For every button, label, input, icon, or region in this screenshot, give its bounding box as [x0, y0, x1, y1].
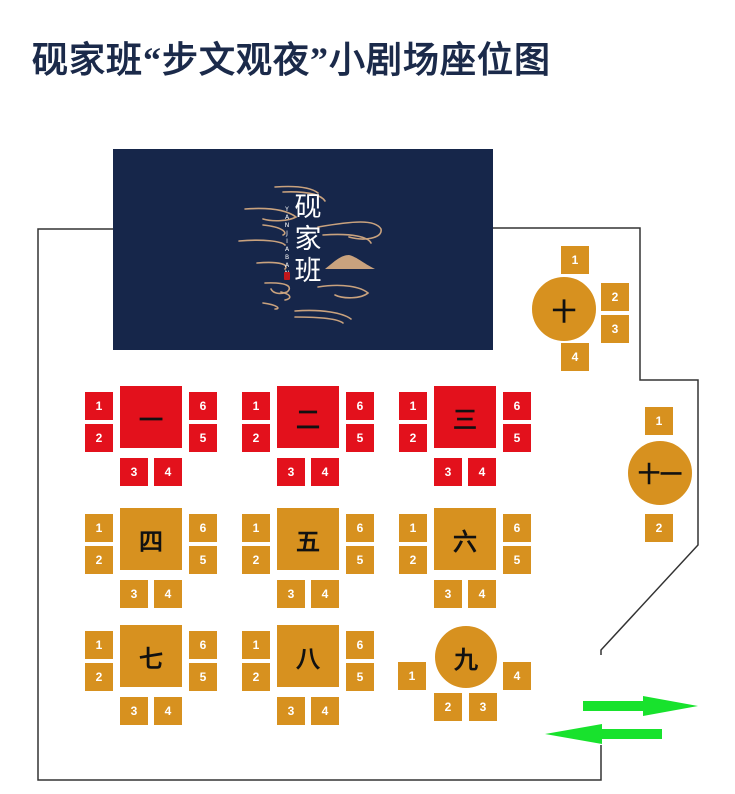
table-11-seat-1[interactable]: 1 [645, 407, 673, 435]
table-2-seat-4[interactable]: 4 [311, 458, 339, 486]
table-7-seat-4[interactable]: 4 [154, 697, 182, 725]
table-1-seat-4[interactable]: 4 [154, 458, 182, 486]
table-3-seat-2[interactable]: 2 [399, 424, 427, 452]
stage-logo-graphic [238, 185, 382, 324]
table-2-seat-2[interactable]: 2 [242, 424, 270, 452]
table-5-seat-4[interactable]: 4 [311, 580, 339, 608]
table-2-seat-6[interactable]: 6 [346, 392, 374, 420]
table-3-seat-3[interactable]: 3 [434, 458, 462, 486]
page-title: 砚家班“步文观夜”小剧场座位图 [32, 40, 552, 80]
table-4-seat-6[interactable]: 6 [189, 514, 217, 542]
table-6-seat-2[interactable]: 2 [399, 546, 427, 574]
table-4-seat-1[interactable]: 1 [85, 514, 113, 542]
table-8-seat-5[interactable]: 5 [346, 663, 374, 691]
table-2-seat-5[interactable]: 5 [346, 424, 374, 452]
stage-logo-text: 砚家班 [294, 192, 322, 287]
stage-logo-pinyin: YANJIABAN [284, 206, 290, 277]
table-8[interactable]: 八 [277, 625, 339, 687]
table-1-seat-2[interactable]: 2 [85, 424, 113, 452]
table-7-seat-5[interactable]: 5 [189, 663, 217, 691]
table-6-seat-5[interactable]: 5 [503, 546, 531, 574]
table-6-seat-4[interactable]: 4 [468, 580, 496, 608]
table-3-seat-4[interactable]: 4 [468, 458, 496, 486]
table-7-seat-2[interactable]: 2 [85, 663, 113, 691]
table-9-seat-3[interactable]: 3 [469, 693, 497, 721]
stage [113, 149, 493, 350]
table-2-seat-1[interactable]: 1 [242, 392, 270, 420]
table-4-seat-5[interactable]: 5 [189, 546, 217, 574]
table-11-seat-2[interactable]: 2 [645, 514, 673, 542]
table-2[interactable]: 二 [277, 386, 339, 448]
table-5-seat-5[interactable]: 5 [346, 546, 374, 574]
table-5-seat-3[interactable]: 3 [277, 580, 305, 608]
table-4-seat-3[interactable]: 3 [120, 580, 148, 608]
table-10-seat-4[interactable]: 4 [561, 343, 589, 371]
table-3-seat-5[interactable]: 5 [503, 424, 531, 452]
table-7[interactable]: 七 [120, 625, 182, 687]
table-8-seat-1[interactable]: 1 [242, 631, 270, 659]
table-9-seat-1[interactable]: 1 [398, 662, 426, 690]
table-6-seat-1[interactable]: 1 [399, 514, 427, 542]
table-10-seat-1[interactable]: 1 [561, 246, 589, 274]
table-2-seat-3[interactable]: 3 [277, 458, 305, 486]
table-4[interactable]: 四 [120, 508, 182, 570]
table-3-seat-6[interactable]: 6 [503, 392, 531, 420]
table-4-seat-2[interactable]: 2 [85, 546, 113, 574]
table-8-seat-4[interactable]: 4 [311, 697, 339, 725]
table-10[interactable]: 十 [531, 276, 597, 342]
table-6[interactable]: 六 [434, 508, 496, 570]
table-1-seat-6[interactable]: 6 [189, 392, 217, 420]
table-9[interactable]: 九 [434, 625, 498, 689]
table-3[interactable]: 三 [434, 386, 496, 448]
table-10-seat-3[interactable]: 3 [601, 315, 629, 343]
table-4-seat-4[interactable]: 4 [154, 580, 182, 608]
table-9-seat-2[interactable]: 2 [434, 693, 462, 721]
table-7-seat-1[interactable]: 1 [85, 631, 113, 659]
table-5[interactable]: 五 [277, 508, 339, 570]
table-7-seat-3[interactable]: 3 [120, 697, 148, 725]
table-8-seat-3[interactable]: 3 [277, 697, 305, 725]
table-6-seat-3[interactable]: 3 [434, 580, 462, 608]
table-5-seat-1[interactable]: 1 [242, 514, 270, 542]
table-5-seat-2[interactable]: 2 [242, 546, 270, 574]
table-1-seat-5[interactable]: 5 [189, 424, 217, 452]
table-11[interactable]: 十一 [627, 440, 693, 506]
table-9-seat-4[interactable]: 4 [503, 662, 531, 690]
table-6-seat-6[interactable]: 6 [503, 514, 531, 542]
table-8-seat-2[interactable]: 2 [242, 663, 270, 691]
table-3-seat-1[interactable]: 1 [399, 392, 427, 420]
table-8-seat-6[interactable]: 6 [346, 631, 374, 659]
table-5-seat-6[interactable]: 6 [346, 514, 374, 542]
table-7-seat-6[interactable]: 6 [189, 631, 217, 659]
stage-logo-seal [284, 272, 290, 280]
table-10-seat-2[interactable]: 2 [601, 283, 629, 311]
table-1-seat-1[interactable]: 1 [85, 392, 113, 420]
table-1-seat-3[interactable]: 3 [120, 458, 148, 486]
table-1[interactable]: 一 [120, 386, 182, 448]
